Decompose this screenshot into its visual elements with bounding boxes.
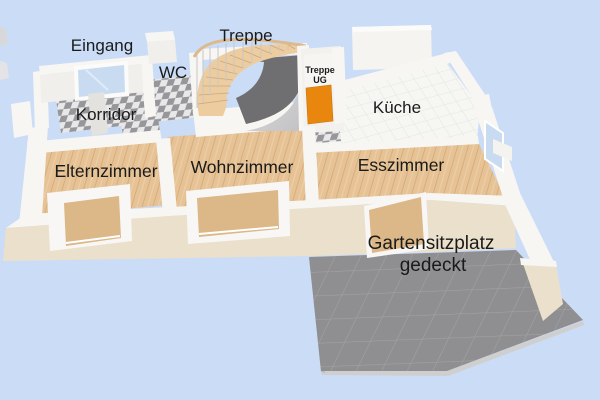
stair-handrail (192, 37, 307, 58)
ug-label-panel (304, 52, 338, 90)
label-wc: WC (159, 63, 187, 82)
label-treppe: Treppe (219, 26, 272, 45)
wall-kitchen-back (337, 53, 450, 92)
left-edge-wall-fragments (0, 27, 9, 80)
window-elternzimmer-opening (64, 196, 121, 246)
stair-balusters (196, 42, 289, 108)
garden-door-opening (369, 197, 424, 253)
window-esszimmer-sill (493, 139, 512, 161)
basement-door (305, 84, 334, 125)
label-treppe-ug-line2: UG (313, 75, 327, 85)
wall-kitchen-right (444, 51, 488, 103)
wall-eltern-wohn (156, 138, 177, 214)
right-wall-exterior (522, 261, 563, 321)
window-wohnzimmer-opening (197, 190, 279, 237)
label-gartensitzplatz-line1: Gartensitzplatz (368, 233, 495, 254)
right-wall-top (503, 195, 556, 277)
entrance-door-glass (78, 65, 125, 97)
window-sill (198, 226, 279, 235)
label-kueche: Küche (373, 98, 421, 117)
kitchen-tall-panel (352, 25, 432, 70)
wall-ess-kueche (309, 136, 479, 153)
label-eingang: Eingang (71, 36, 133, 55)
window-sill (65, 235, 121, 244)
wall-corridor-south (27, 130, 162, 154)
basement-stair-recess (297, 45, 347, 133)
stair-steps (197, 43, 302, 116)
label-treppe-ug-line1: Treppe (305, 65, 335, 75)
label-gartensitzplatz-line2: gedeckt (400, 255, 467, 276)
kitchen-floor (311, 59, 480, 150)
dividing-walls (156, 126, 479, 214)
wall-corner-stub (88, 92, 108, 136)
glass-reflection (85, 69, 109, 91)
label-elternzimmer: Elternzimmer (54, 161, 157, 181)
right-wall-cap (520, 258, 557, 267)
stair-curved-wall-light (246, 74, 303, 131)
label-korridor: Korridor (76, 105, 137, 124)
esszimmer-window-bay (475, 107, 523, 207)
label-esszimmer: Esszimmer (358, 155, 445, 175)
room-labels: Eingang Treppe WC Korridor Treppe UG Küc… (54, 26, 494, 276)
front-facade (3, 181, 516, 261)
label-wohnzimmer: Wohnzimmer (191, 157, 294, 177)
wall-wc-block-top (145, 31, 175, 42)
staircase (192, 37, 307, 131)
wall-wc-left (141, 57, 156, 118)
right-garden-wall (503, 195, 563, 321)
kitchen-tall-panel-top (352, 25, 432, 32)
wall-wc-block-face (147, 40, 177, 64)
terrace-tile-grid (309, 250, 583, 371)
wall-stub-outer (11, 101, 33, 138)
stair-curved-wall-dark (236, 55, 303, 124)
terrace (309, 250, 584, 376)
